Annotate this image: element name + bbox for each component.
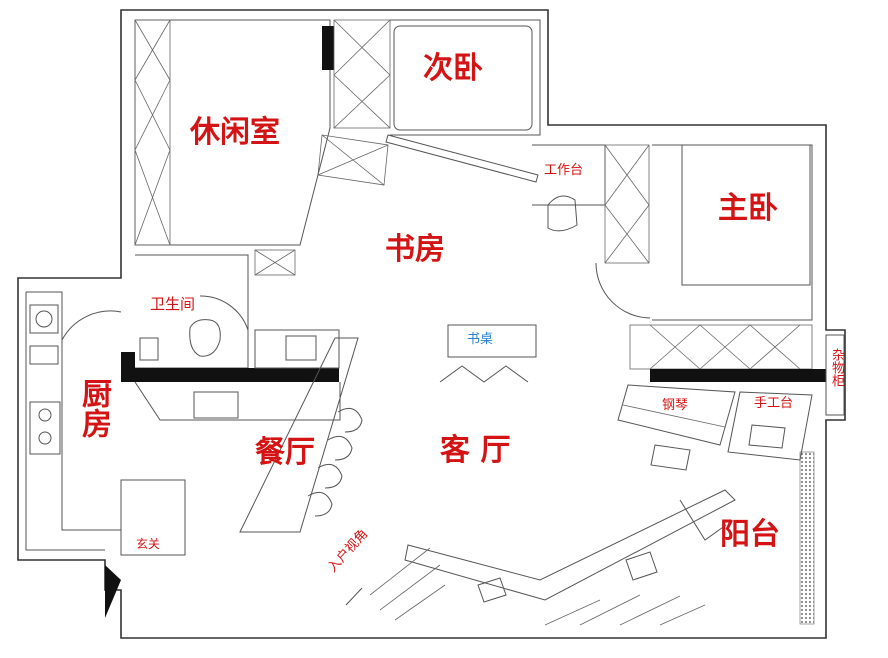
- kitchen-partition: [121, 368, 339, 382]
- living-sofa: [404, 489, 736, 601]
- room-label-leisure-room: 休闲室: [190, 115, 280, 150]
- kitchen-sink: [193, 391, 239, 419]
- room-label-secondary-bedroom: 次卧: [423, 51, 483, 86]
- label-piano: 钢琴: [662, 398, 689, 413]
- master-bed: [681, 144, 811, 286]
- bar-stool-3: [317, 463, 343, 489]
- study-partition: [385, 134, 539, 183]
- bar-stool-4: [307, 491, 333, 517]
- room-label-study: 书房: [385, 232, 445, 267]
- label-desk: 书桌: [467, 332, 494, 347]
- room-label-master-bedroom: 主卧: [718, 191, 778, 226]
- room-label-balcony: 阳台: [720, 517, 780, 552]
- dining-bar: [239, 337, 359, 533]
- secondary-bedroom-bed: [393, 25, 533, 131]
- master-bedroom-walls: [652, 144, 813, 321]
- piano-bench: [650, 444, 691, 471]
- entrance-cabinet: [120, 479, 186, 556]
- desk: [447, 324, 537, 358]
- wardrobe-column: [322, 26, 334, 70]
- room-label-bathroom: 卫生间: [150, 295, 196, 313]
- room-label-kitchen: 厨房: [76, 378, 111, 438]
- piano: [617, 384, 736, 446]
- toilet: [189, 319, 221, 357]
- label-entrance: 玄关: [136, 537, 161, 551]
- room-label-living: 客 厅: [440, 433, 511, 468]
- bar-stool-1: [337, 407, 363, 433]
- label-storage: 杂物柜: [829, 348, 844, 387]
- workbench-chair: [547, 195, 578, 232]
- label-craft-table: 手工台: [754, 396, 794, 411]
- outer-wall: [17, 9, 846, 639]
- bar-stool-2: [327, 435, 353, 461]
- stove: [29, 401, 61, 455]
- balcony-planter: [799, 451, 815, 625]
- room-label-dining: 餐厅: [255, 435, 315, 470]
- label-workbench: 工作台: [544, 163, 584, 178]
